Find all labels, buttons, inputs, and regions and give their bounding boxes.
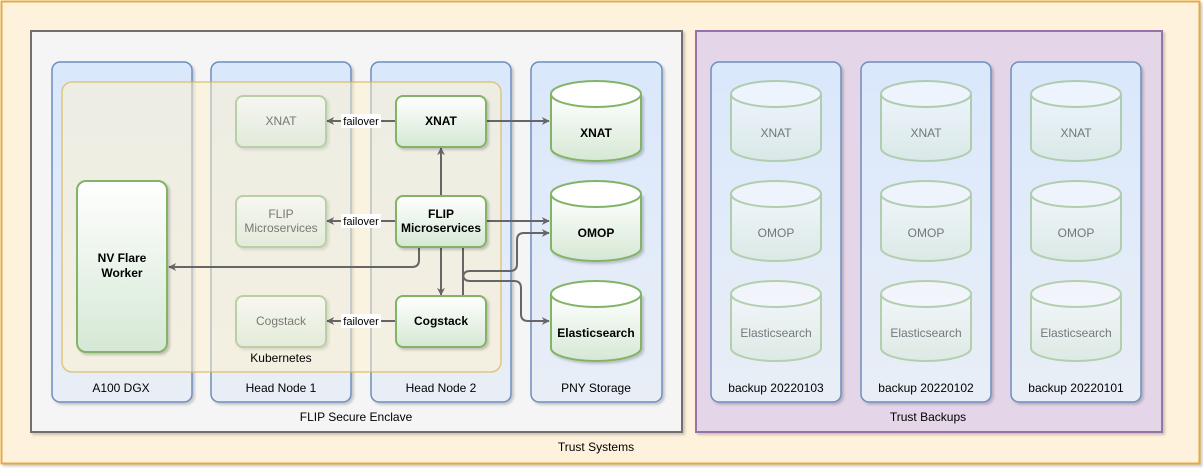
svg-text:Elasticsearch: Elasticsearch [890, 326, 961, 340]
column-head-node-2-label: Head Node 2 [406, 381, 477, 395]
secure-enclave-label: FLIP Secure Enclave [300, 410, 413, 424]
svg-text:OMOP: OMOP [758, 226, 795, 240]
storage-omop-db[interactable]: OMOP [550, 180, 642, 262]
backup-2-omop-db[interactable]: OMOP [880, 180, 972, 262]
svg-text:XNAT: XNAT [1060, 126, 1092, 140]
edge-flip-to-elasticsearch [462, 246, 550, 325]
column-head-node-1-label: Head Node 1 [246, 381, 317, 395]
svg-text:XNAT: XNAT [265, 114, 297, 128]
backup-3-xnat-db[interactable]: XNAT [1030, 80, 1122, 162]
flip-primary-node[interactable]: FLIP Microservices [395, 195, 487, 248]
xnat-primary-node[interactable]: XNAT [395, 95, 487, 148]
edge-flip-to-nvflare [168, 246, 420, 271]
svg-text:FLIP: FLIP [268, 207, 293, 221]
svg-text:XNAT: XNAT [580, 126, 612, 140]
backup-2-databases: XNAT OMOP Elasticsearch [880, 80, 972, 362]
trust-backups-label: Trust Backups [890, 410, 966, 424]
column-pny-storage-label: PNY Storage [561, 381, 631, 395]
svg-text:OMOP: OMOP [578, 226, 615, 240]
backup-2-xnat-db[interactable]: XNAT [880, 80, 972, 162]
backup-3-omop-db[interactable]: OMOP [1030, 180, 1122, 262]
svg-text:Elasticsearch: Elasticsearch [1040, 326, 1111, 340]
cogstack-standby-node[interactable]: Cogstack [235, 295, 327, 348]
svg-text:Elasticsearch: Elasticsearch [557, 326, 634, 340]
svg-text:failover: failover [343, 316, 379, 328]
svg-text:XNAT: XNAT [425, 114, 457, 128]
svg-text:Microservices: Microservices [401, 221, 481, 235]
svg-text:Elasticsearch: Elasticsearch [740, 326, 811, 340]
svg-text:XNAT: XNAT [910, 126, 942, 140]
failover-label-xnat: failover [341, 114, 381, 128]
storage-xnat-db[interactable]: XNAT [550, 80, 642, 162]
kubernetes-label: Kubernetes [250, 351, 311, 365]
backup-1-xnat-db[interactable]: XNAT [730, 80, 822, 162]
backup-2-elasticsearch-db[interactable]: Elasticsearch [880, 280, 972, 362]
xnat-standby-node[interactable]: XNAT [235, 95, 327, 148]
svg-text:NV Flare: NV Flare [98, 251, 147, 265]
backup-1-elasticsearch-db[interactable]: Elasticsearch [730, 280, 822, 362]
svg-text:Cogstack: Cogstack [256, 314, 307, 328]
backup-1-databases: XNAT OMOP Elasticsearch [730, 80, 822, 362]
cogstack-primary-node[interactable]: Cogstack [395, 295, 487, 348]
backup-column-3-label: backup 20220101 [1028, 381, 1124, 395]
backup-3-elasticsearch-db[interactable]: Elasticsearch [1030, 280, 1122, 362]
svg-text:Worker: Worker [101, 266, 142, 280]
edge-cogstack-to-omop [462, 229, 550, 296]
backup-column-1-label: backup 20220103 [728, 381, 824, 395]
svg-text:XNAT: XNAT [760, 126, 792, 140]
failover-label-cogstack: failover [341, 314, 381, 328]
svg-text:failover: failover [343, 116, 379, 128]
svg-text:Cogstack: Cogstack [414, 314, 468, 328]
backup-column-2-label: backup 20220102 [878, 381, 974, 395]
storage-elasticsearch-db[interactable]: Elasticsearch [550, 280, 642, 362]
backup-1-omop-db[interactable]: OMOP [730, 180, 822, 262]
flip-standby-node[interactable]: FLIP Microservices [235, 195, 327, 248]
svg-text:OMOP: OMOP [908, 226, 945, 240]
column-a100-label: A100 DGX [92, 381, 149, 395]
svg-text:Microservices: Microservices [244, 221, 317, 235]
svg-text:OMOP: OMOP [1058, 226, 1095, 240]
svg-text:failover: failover [343, 216, 379, 228]
failover-label-flip: failover [341, 214, 381, 228]
svg-text:FLIP: FLIP [428, 207, 454, 221]
nvflare-worker-node[interactable]: NV Flare Worker [76, 180, 168, 353]
backup-3-databases: XNAT OMOP Elasticsearch [1030, 80, 1122, 362]
trust-systems-label: Trust Systems [558, 440, 634, 454]
